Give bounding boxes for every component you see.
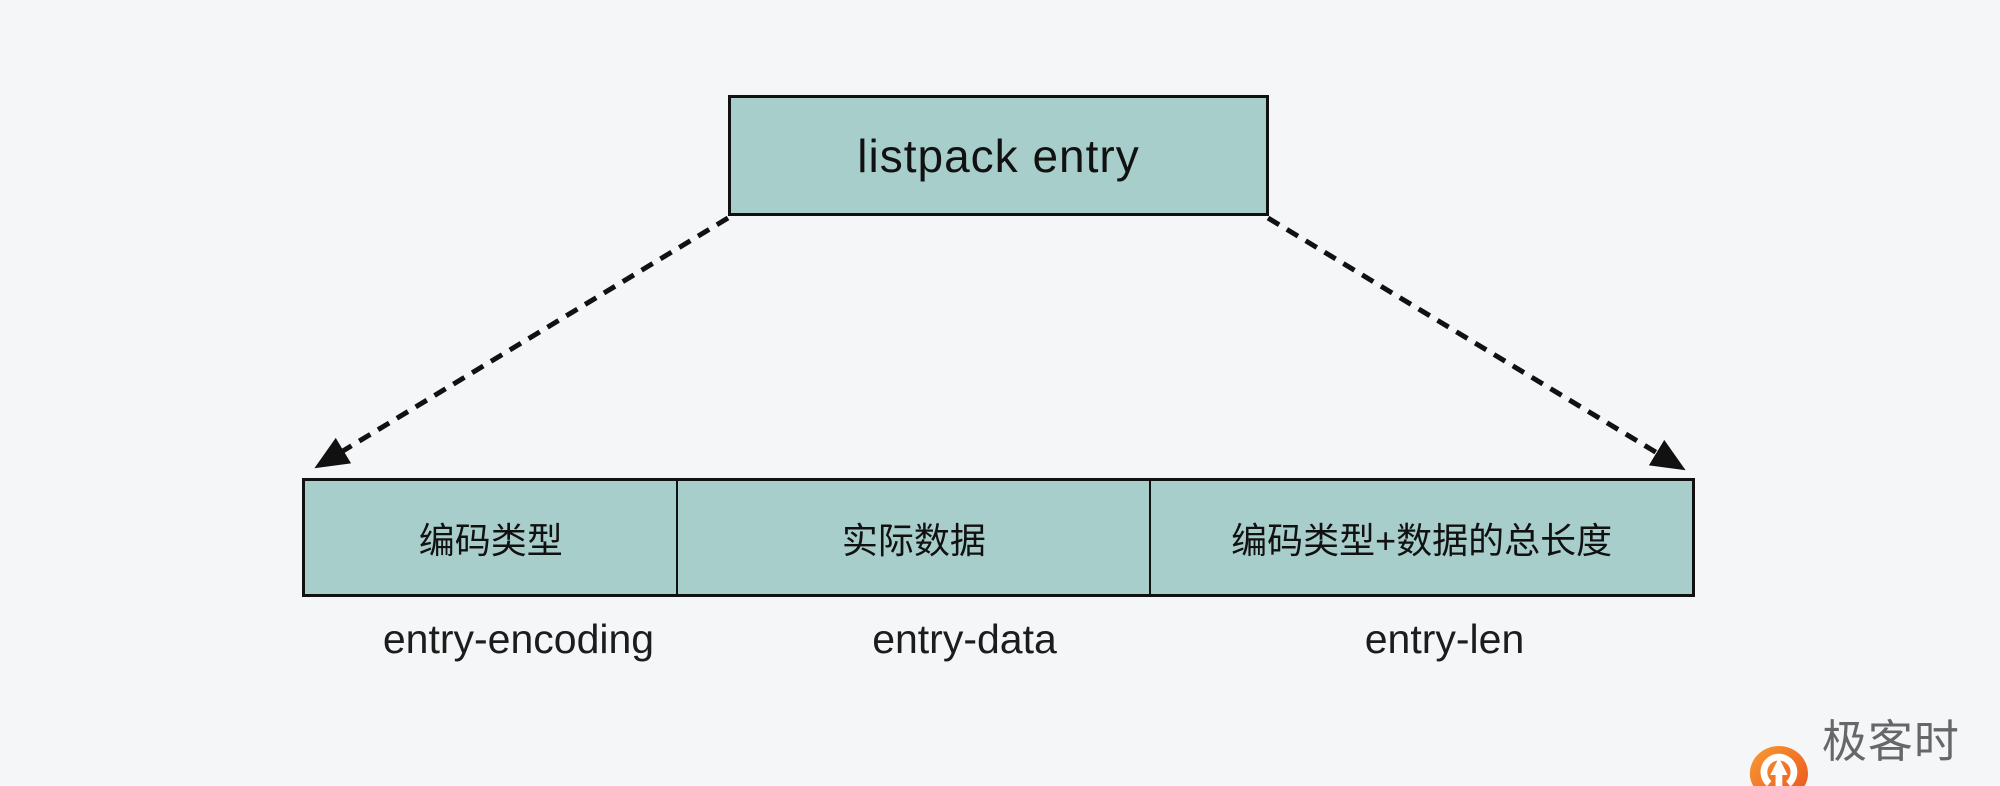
label-entry-data: entry-data bbox=[675, 612, 1150, 666]
label-entry-data-text: entry-data bbox=[872, 615, 1057, 662]
cell-entry-encoding: 编码类型 bbox=[305, 481, 676, 594]
cell-entry-data: 实际数据 bbox=[676, 481, 1149, 594]
cell-entry-encoding-text: 编码类型 bbox=[418, 519, 563, 561]
geektime-pin-icon bbox=[1749, 745, 1808, 786]
field-labels-row: entry-encoding entry-data entry-len bbox=[302, 612, 1695, 666]
label-entry-encoding: entry-encoding bbox=[302, 612, 675, 666]
geektime-logo: 极客时间 bbox=[1746, 708, 2000, 786]
listpack-entry-title: listpack entry bbox=[857, 129, 1140, 182]
geektime-logo-text: 极客时间 bbox=[1821, 716, 1960, 786]
dashed-arrow-left bbox=[314, 215, 730, 469]
label-entry-len: entry-len bbox=[1150, 612, 1695, 666]
label-entry-len-text: entry-len bbox=[1364, 615, 1525, 662]
cell-entry-len-text: 编码类型+数据的总长度 bbox=[1231, 519, 1613, 561]
cell-entry-len: 编码类型+数据的总长度 bbox=[1149, 481, 1692, 594]
entry-structure-row: 编码类型 实际数据 编码类型+数据的总长度 bbox=[302, 478, 1695, 597]
dashed-arrow-right bbox=[1266, 215, 1686, 471]
label-entry-encoding-text: entry-encoding bbox=[382, 615, 655, 662]
listpack-entry-box: listpack entry bbox=[728, 95, 1269, 216]
cell-entry-data-text: 实际数据 bbox=[841, 519, 986, 561]
